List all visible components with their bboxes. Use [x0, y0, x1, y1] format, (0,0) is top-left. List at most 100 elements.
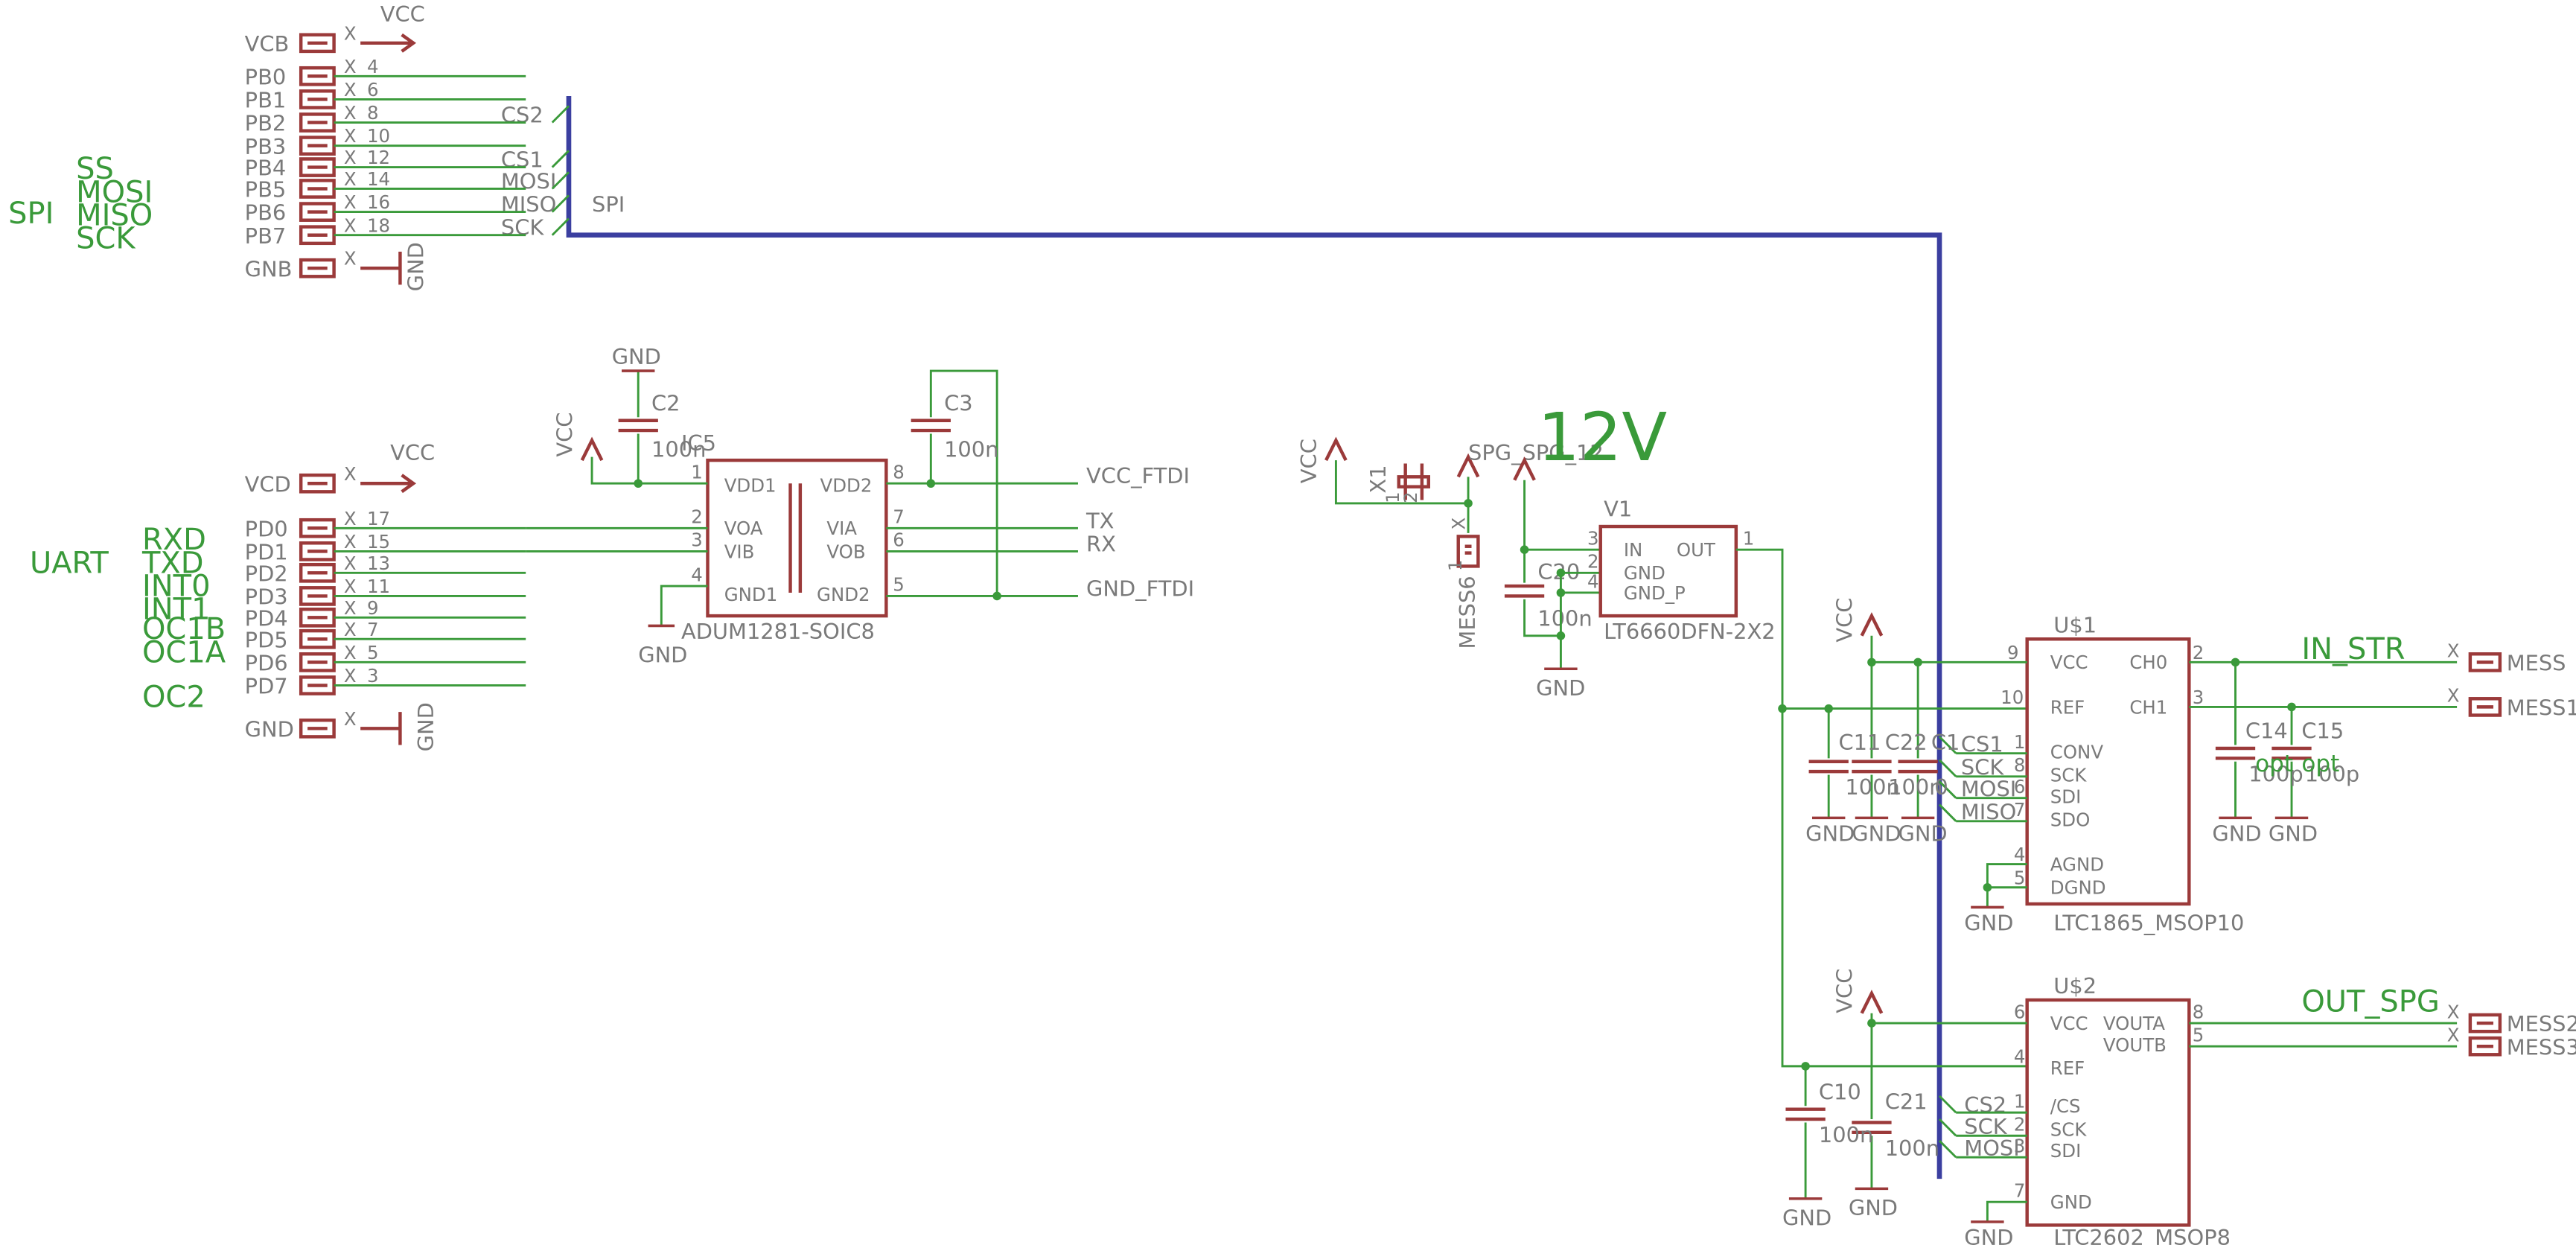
- svg-text:10: 10: [2000, 687, 2024, 708]
- spi-title: SPI: [8, 197, 54, 231]
- gnb-gnd-label: GND: [404, 242, 429, 291]
- u1-ref: U$1: [2053, 612, 2097, 637]
- power-section: VCC X1 1 2 SPG_SPG_12 X MESS6 1 12V: [1296, 398, 1668, 701]
- svg-text:GND1: GND1: [724, 584, 778, 605]
- svg-text:VIB: VIB: [724, 541, 755, 562]
- c15-opt: opt: [2301, 751, 2339, 777]
- svg-text:6: 6: [2014, 776, 2026, 797]
- connector-x: X: [344, 147, 357, 168]
- svg-text:SCK: SCK: [2050, 1118, 2088, 1140]
- v1-reference: V1 LT6660DFN-2X2 3 2 4 IN GND GND_P OUT …: [1587, 497, 2027, 1071]
- svg-text:VOA: VOA: [724, 518, 763, 539]
- pb-pb4: PB4 X 12: [245, 147, 526, 181]
- svg-text:5: 5: [893, 574, 905, 596]
- svg-text:GND: GND: [1852, 821, 1901, 846]
- connector-label: PD1: [245, 539, 288, 564]
- c15-value: 100p: [2305, 761, 2359, 786]
- mess1-label: MESS1: [2507, 695, 2576, 720]
- u1-value: LTC1865_MSOP10: [2053, 911, 2244, 936]
- svg-text:4: 4: [2014, 844, 2026, 865]
- svg-text:VOB: VOB: [826, 541, 865, 562]
- c10-value: 100n: [1819, 1122, 1873, 1147]
- svg-text:4: 4: [2014, 1045, 2026, 1067]
- svg-text:VDD1: VDD1: [724, 474, 777, 496]
- svg-text:GND: GND: [1536, 675, 1585, 701]
- svg-text:GND: GND: [2212, 821, 2261, 846]
- svg-text:REF: REF: [2050, 696, 2085, 718]
- connector-label: PB7: [245, 223, 287, 249]
- connector-x: X: [344, 708, 357, 730]
- c11-ref: C11: [1839, 730, 1881, 755]
- svg-text:4: 4: [691, 564, 703, 585]
- svg-text:8: 8: [893, 462, 905, 483]
- connector-x: X: [344, 125, 357, 147]
- connector-num: 12: [367, 147, 390, 168]
- connector-label: PB6: [245, 200, 287, 226]
- connector-label: PD7: [245, 674, 288, 699]
- net-tx: TX: [1085, 508, 1114, 533]
- svg-text:GND_P: GND_P: [1624, 582, 1686, 604]
- c21-ref: C21: [1885, 1089, 1928, 1115]
- connector-label: PB5: [245, 177, 287, 203]
- connector-label: VCB: [245, 31, 290, 57]
- uart-line-3: INT1: [142, 593, 211, 627]
- cap-c2: GND C2 100n: [612, 344, 706, 484]
- c3-value: 100n: [944, 437, 998, 462]
- connector-label: PD4: [245, 605, 288, 631]
- label-12v: 12V: [1537, 398, 1667, 476]
- svg-text:GND: GND: [2269, 821, 2318, 846]
- c1-ref: C1: [1931, 730, 1960, 755]
- connector-x: X: [344, 642, 357, 663]
- uart-line-0: RXD: [142, 523, 206, 557]
- svg-text:X: X: [1448, 518, 1470, 530]
- svg-text:VCC: VCC: [2050, 1013, 2088, 1034]
- svg-text:SDI: SDI: [2050, 1140, 2082, 1162]
- connector-num: 11: [367, 576, 390, 597]
- connector-num: 16: [367, 191, 390, 213]
- connector-num: 3: [367, 665, 379, 687]
- c2-ref: C2: [651, 390, 680, 415]
- connector-label: PB2: [245, 111, 287, 136]
- mess6-label: MESS6: [1455, 576, 1480, 649]
- ic5-gnd: GND: [638, 642, 687, 667]
- svg-text:1: 1: [1382, 491, 1403, 503]
- svg-text:1: 1: [1743, 527, 1755, 549]
- connector-x: X: [344, 531, 357, 553]
- c2-value: 100n: [651, 437, 706, 462]
- spi-line-0: SS: [76, 152, 114, 186]
- svg-text:GND2: GND2: [817, 584, 870, 605]
- ic5-isolator: IC5 ADUM1281-SOIC8 1 2 3 4 VDD1 VOA VIB …: [526, 413, 1194, 667]
- svg-text:VDD2: VDD2: [820, 474, 873, 496]
- connector-num: 4: [367, 56, 379, 77]
- c14-ref: C14: [2245, 719, 2288, 744]
- svg-text:VCC: VCC: [1831, 598, 1857, 643]
- svg-text:REF: REF: [2050, 1057, 2085, 1079]
- c11-value: 100n: [1845, 774, 1899, 800]
- svg-text:3: 3: [1587, 527, 1599, 549]
- connector-pin-body: [299, 33, 336, 54]
- sig-sck: SCK: [501, 215, 544, 241]
- uart-title: UART: [30, 546, 109, 580]
- svg-text:GND: GND: [1624, 562, 1665, 584]
- svg-text:3: 3: [2014, 1135, 2026, 1156]
- svg-text:X: X: [2447, 1025, 2460, 1046]
- c22-value: 100n: [1888, 774, 1942, 800]
- svg-text:/CS: /CS: [2050, 1095, 2081, 1117]
- gnd-gnd-label: GND: [413, 702, 439, 751]
- svg-text:X: X: [2447, 640, 2460, 662]
- ic5-ref: IC5: [681, 430, 716, 456]
- net-in-str: IN_STR: [2301, 632, 2405, 666]
- u2-ref: U$2: [2053, 973, 2097, 999]
- svg-text:1: 1: [691, 462, 703, 483]
- connector-label: PB4: [245, 156, 287, 181]
- vcb-power: VCC GND: [360, 1, 429, 291]
